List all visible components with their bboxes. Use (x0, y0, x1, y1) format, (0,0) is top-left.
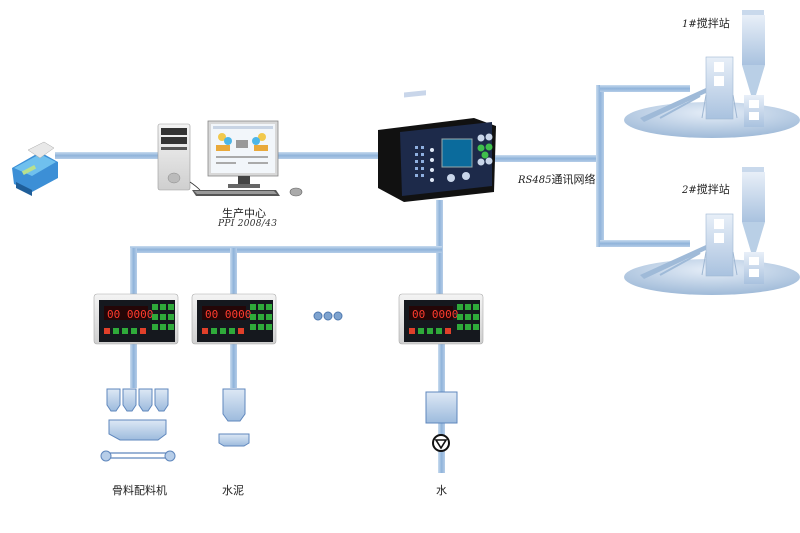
station-1-name: 搅拌站 (696, 17, 730, 30)
controller-keypad[interactable] (447, 133, 493, 183)
indicator-keys[interactable] (202, 304, 272, 334)
printer-icon[interactable] (12, 141, 58, 196)
mixing-station-2[interactable] (624, 167, 800, 295)
pipe-indicator-bus (130, 246, 442, 253)
pipe-to-station-1 (600, 85, 690, 92)
led-readout: 00 0000 (107, 308, 153, 321)
mixing-station-1[interactable] (624, 10, 800, 138)
monitor-icon[interactable] (207, 120, 279, 188)
water-label: 水 (436, 484, 447, 497)
pipe-out-1 (130, 343, 137, 388)
weighing-indicator-1[interactable]: 00 0000 (93, 293, 179, 345)
belt-conveyor (100, 450, 176, 462)
production-center-label: 生产中心 (222, 207, 266, 220)
network-label-text: 通讯网络 (551, 173, 596, 186)
pipe-controller-network (495, 155, 597, 162)
aggregate-hoppers (106, 388, 169, 412)
keyboard-icon[interactable] (192, 190, 280, 196)
pipe-out-3 (438, 343, 445, 393)
weigh-hopper (108, 419, 167, 441)
conveyor-belt (640, 88, 708, 122)
pipe-to-station-2 (600, 240, 690, 247)
function-key-icons (430, 148, 434, 182)
network-label: RS485通讯网络 (518, 171, 595, 187)
more-indicators-ellipsis-icon (313, 311, 343, 321)
water-scale[interactable] (425, 391, 458, 424)
led-display (104, 306, 148, 320)
cement-silo (742, 15, 765, 65)
pipe-pc-controller (278, 152, 383, 159)
weighing-indicator-3[interactable]: 00 0000 (398, 293, 484, 345)
weighing-indicator-2[interactable]: 00 0000 (191, 293, 277, 345)
indicator-keys[interactable] (409, 304, 479, 334)
led-display (202, 306, 246, 320)
pipe-drop-1 (130, 248, 137, 294)
pipe-drop-2 (230, 248, 237, 294)
station-2-prefix: 2# (682, 185, 697, 196)
network-pipes (55, 85, 690, 473)
cement-label: 水泥 (222, 484, 244, 497)
conveyor-belt (640, 245, 708, 279)
scada-screen-graphic (213, 126, 273, 164)
status-led-column (415, 146, 424, 177)
indicator-keys[interactable] (104, 304, 174, 334)
aggregate-batcher[interactable] (100, 388, 176, 462)
production-center-sublabel: PPI 2008/43 (218, 219, 278, 229)
station-2-label: 2#搅拌站 (682, 181, 730, 197)
led-readout: 00 0000 (412, 308, 458, 321)
pipe-printer-pc (55, 152, 163, 159)
station-2-name: 搅拌站 (696, 183, 730, 196)
mouse-cable (189, 181, 201, 191)
controller-lcd-screen (441, 138, 473, 168)
pipe-out-2 (230, 343, 237, 388)
cement-silo (742, 172, 765, 222)
controller-model-plate (404, 90, 426, 98)
cement-scale[interactable] (218, 388, 250, 447)
mouse-icon[interactable] (289, 187, 303, 197)
led-display (409, 306, 453, 320)
main-controller[interactable] (378, 90, 496, 202)
station-1-label: 1#搅拌站 (682, 15, 730, 31)
pc-tower-icon[interactable] (157, 123, 191, 191)
led-readout: 00 0000 (205, 308, 251, 321)
pipe-station-trunk (596, 85, 604, 247)
network-protocol: RS485 (518, 175, 552, 186)
water-pump-valve-icon[interactable] (432, 434, 450, 452)
station-1-prefix: 1# (682, 19, 697, 30)
aggregate-batcher-label: 骨料配料机 (112, 484, 167, 497)
